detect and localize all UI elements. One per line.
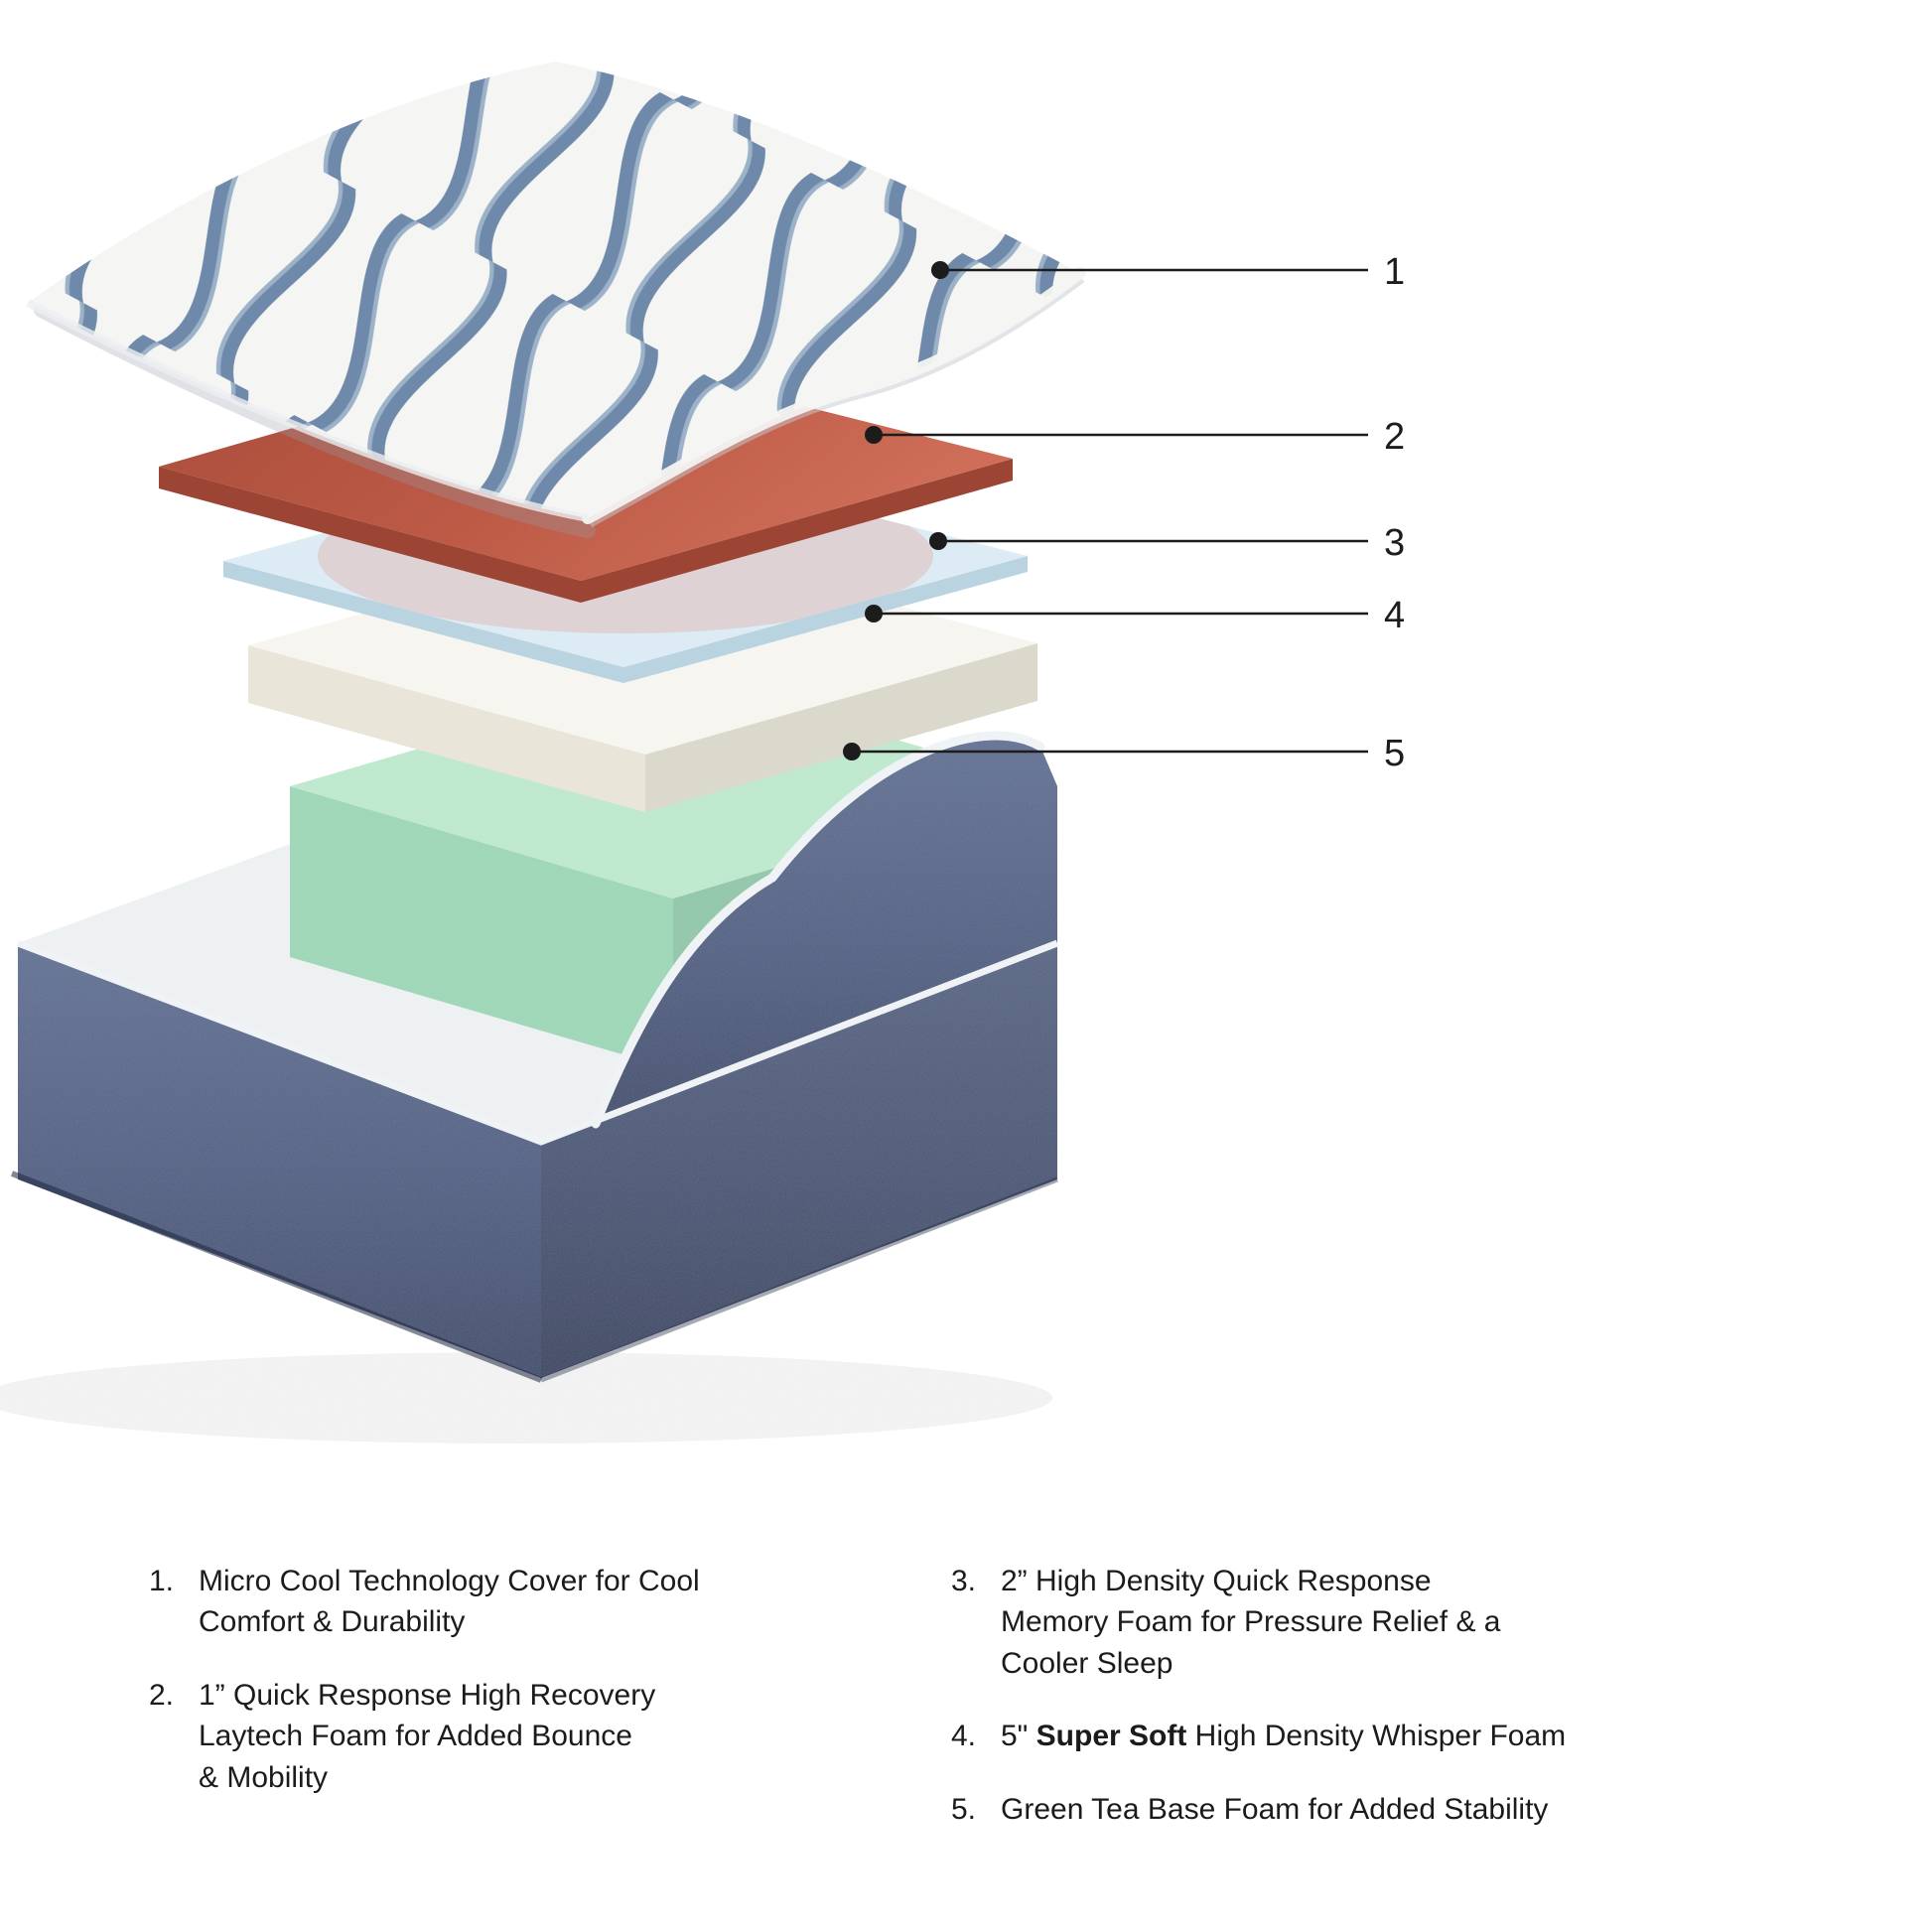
- legend-item-1-text: Micro Cool Technology Cover for Cool Com…: [199, 1565, 700, 1639]
- base-bottom-left-edge: [10, 1171, 543, 1383]
- callout-1-number: 1: [1384, 251, 1405, 293]
- legend-item-4-bold: Super Soft: [1035, 1720, 1187, 1753]
- legend-item-4-number: 4.: [951, 1720, 977, 1753]
- legend-item-4-suffix: High Density Whisper Foam: [1186, 1720, 1567, 1753]
- legend-column-left: 1. Micro Cool Technology Cover for Cool …: [149, 1561, 804, 1830]
- legend-item-4-prefix: 5": [1001, 1720, 1036, 1753]
- ground-shadow: [0, 1352, 1052, 1444]
- callout-4-number: 4: [1384, 595, 1405, 636]
- legend-item-5-number: 5.: [951, 1792, 977, 1826]
- callout-5: 5: [843, 733, 1405, 774]
- white-front-right-face: [645, 643, 1037, 812]
- callout-2-number: 2: [1384, 416, 1405, 458]
- legend-item-2-number: 2.: [149, 1678, 175, 1712]
- callout-5-number: 5: [1384, 733, 1405, 774]
- callout-3: 3: [929, 522, 1405, 564]
- green-front-left-face: [290, 786, 673, 1069]
- red-front-left-face: [159, 467, 581, 603]
- base-swoosh-rim-highlight: [591, 731, 1045, 1129]
- cover-edge-band: [582, 267, 1086, 524]
- legend-item-3: 3. 2” High Density Quick Response Memory…: [951, 1561, 1646, 1684]
- legend-item-4: 4. 5" Super Soft High Density Whisper Fo…: [951, 1716, 1646, 1756]
- callout-5-dot: [843, 743, 861, 760]
- legend-item-3-number: 3.: [951, 1565, 977, 1597]
- blue-front-right-face: [623, 556, 1028, 683]
- legend-item-5-text: Green Tea Base Foam for Added Stability: [1001, 1792, 1549, 1826]
- layer-1-cover: [26, 62, 1086, 528]
- callout-4-dot: [865, 605, 883, 622]
- white-front-left-face: [248, 645, 645, 812]
- legend-item-1: 1. Micro Cool Technology Cover for Cool …: [149, 1561, 804, 1643]
- callout-4: 4: [865, 595, 1405, 636]
- white-front-right-shade: [645, 643, 1037, 812]
- cover-left-edge-highlight: [26, 299, 589, 522]
- callout-1-dot: [931, 261, 949, 279]
- cover-edge-underline: [589, 278, 1085, 528]
- legend-item-2: 2. 1” Quick Response High Recovery Layte…: [149, 1675, 804, 1798]
- red-front-right-face: [581, 459, 1013, 603]
- base-right-swoosh-wall: [541, 736, 1057, 1142]
- legend-item-2-text: 1” Quick Response High Recovery Laytech …: [199, 1678, 656, 1794]
- callout-1: 1: [931, 251, 1405, 293]
- base-front-rim-highlight: [16, 939, 1059, 1146]
- cover-sheet: [28, 62, 1080, 518]
- callout-3-number: 3: [1384, 522, 1405, 564]
- legend-item-1-number: 1.: [149, 1565, 175, 1597]
- legend-column-right: 3. 2” High Density Quick Response Memory…: [951, 1561, 1646, 1862]
- blue-front-left-face: [223, 561, 623, 683]
- legend-item-4-text: 5" Super Soft High Density Whisper Foam: [1001, 1716, 1566, 1756]
- legend-item-3-text: 2” High Density Quick Response Memory Fo…: [1001, 1565, 1501, 1680]
- base-bottom-right-edge: [540, 1176, 1058, 1383]
- base-front-left-wall: [18, 943, 541, 1378]
- base-front-right-wall-shade: [541, 943, 1057, 1378]
- callout-3-dot: [929, 532, 947, 550]
- callout-2: 2: [865, 416, 1405, 458]
- base-fabric-walls: [18, 736, 1057, 1378]
- legend-item-5: 5. Green Tea Base Foam for Added Stabili…: [951, 1789, 1646, 1830]
- callout-2-dot: [865, 426, 883, 444]
